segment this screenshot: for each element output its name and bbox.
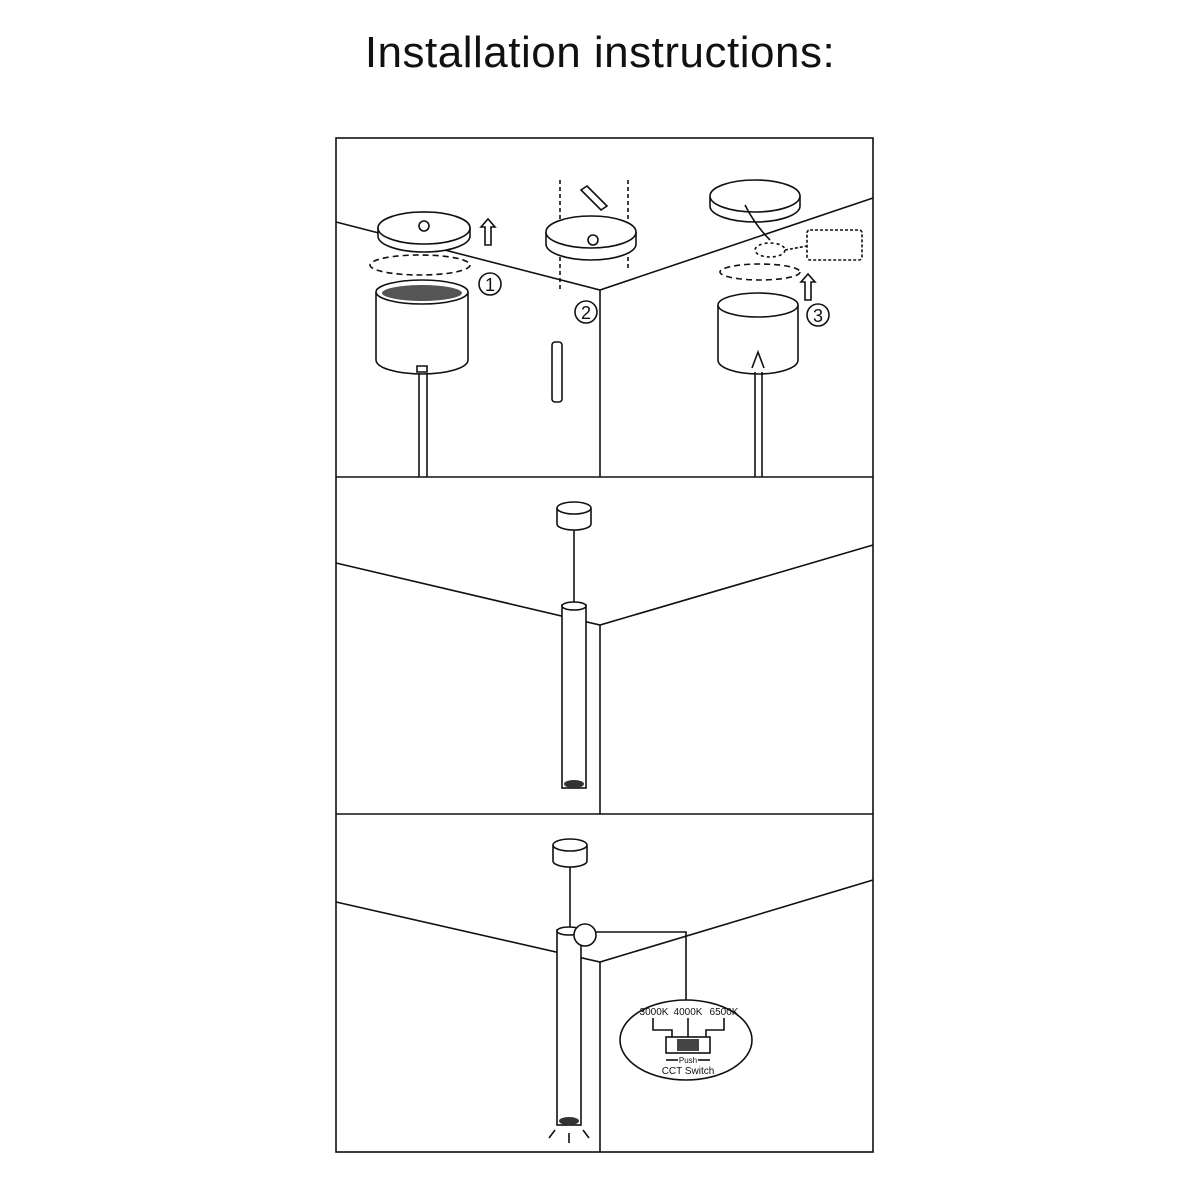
wiring-detail [806, 229, 863, 261]
step-1-illustration: 1 [369, 211, 502, 477]
step-number: 1 [485, 275, 495, 295]
step-3-illustration: 3 [709, 179, 863, 477]
rotate-arrow-icon [369, 254, 471, 276]
pendant-tube [556, 929, 582, 1126]
step-number: 3 [813, 306, 823, 326]
wall-plug-icon [579, 184, 609, 212]
page-title: Installation instructions: [364, 28, 836, 77]
pendant-tube [561, 604, 587, 789]
ceiling-corner [335, 879, 874, 963]
cct-switch-label: CCT Switch [662, 1066, 715, 1077]
panel-installed-pendant [335, 501, 874, 814]
arrow-up-icon [479, 217, 497, 246]
panel-step-1-3: 1 2 3 [335, 179, 874, 477]
rotate-arrow-icon [719, 263, 801, 281]
push-label: Push [679, 1056, 697, 1065]
cct-option-6500k: 6500K [710, 1007, 739, 1018]
diagram-frame [335, 137, 874, 1153]
cct-option-3000k: 3000K [640, 1007, 669, 1018]
screwdriver-icon [551, 341, 563, 403]
step-2-illustration: 2 [545, 180, 637, 403]
cct-option-4000k: 4000K [674, 1007, 703, 1018]
arrow-up-icon [799, 272, 817, 301]
panel-cct-switch: 3000K 4000K 6500K Push CCT Switch [335, 838, 874, 1152]
step-number: 2 [581, 303, 591, 323]
ceiling-corner [335, 544, 874, 626]
